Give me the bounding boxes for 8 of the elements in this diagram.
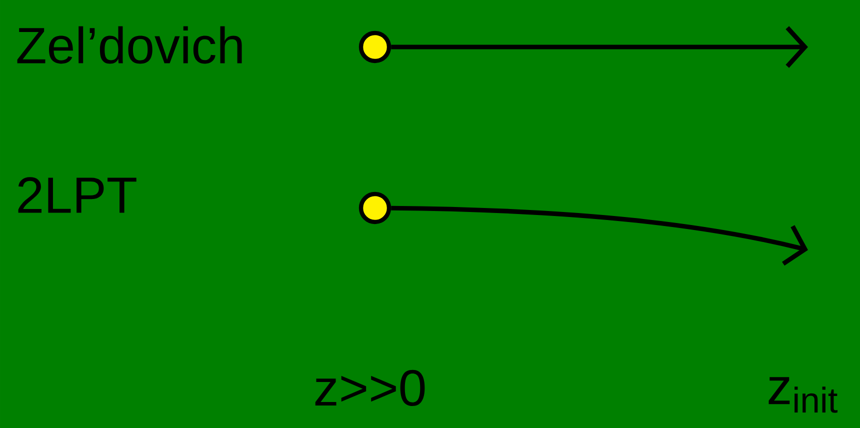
dot [358,30,392,64]
arrow [391,206,808,266]
label: z>>0 [315,370,425,406]
dot [358,192,392,224]
arrow [391,26,808,68]
label: 2LPT [18,177,136,213]
label: z$_{init}$ [768,377,838,413]
label: Zel’dovich [17,26,242,64]
